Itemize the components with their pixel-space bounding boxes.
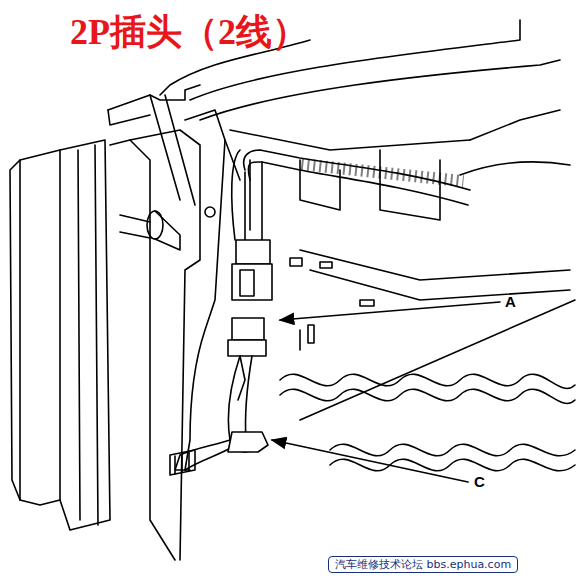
figure-title: 2P插头（2线） [70, 14, 308, 50]
callout-letter: C [474, 474, 485, 489]
watermark: 汽车维修技术论坛 bbs.ephua.com [328, 556, 518, 573]
callout-letter: A [505, 294, 516, 309]
